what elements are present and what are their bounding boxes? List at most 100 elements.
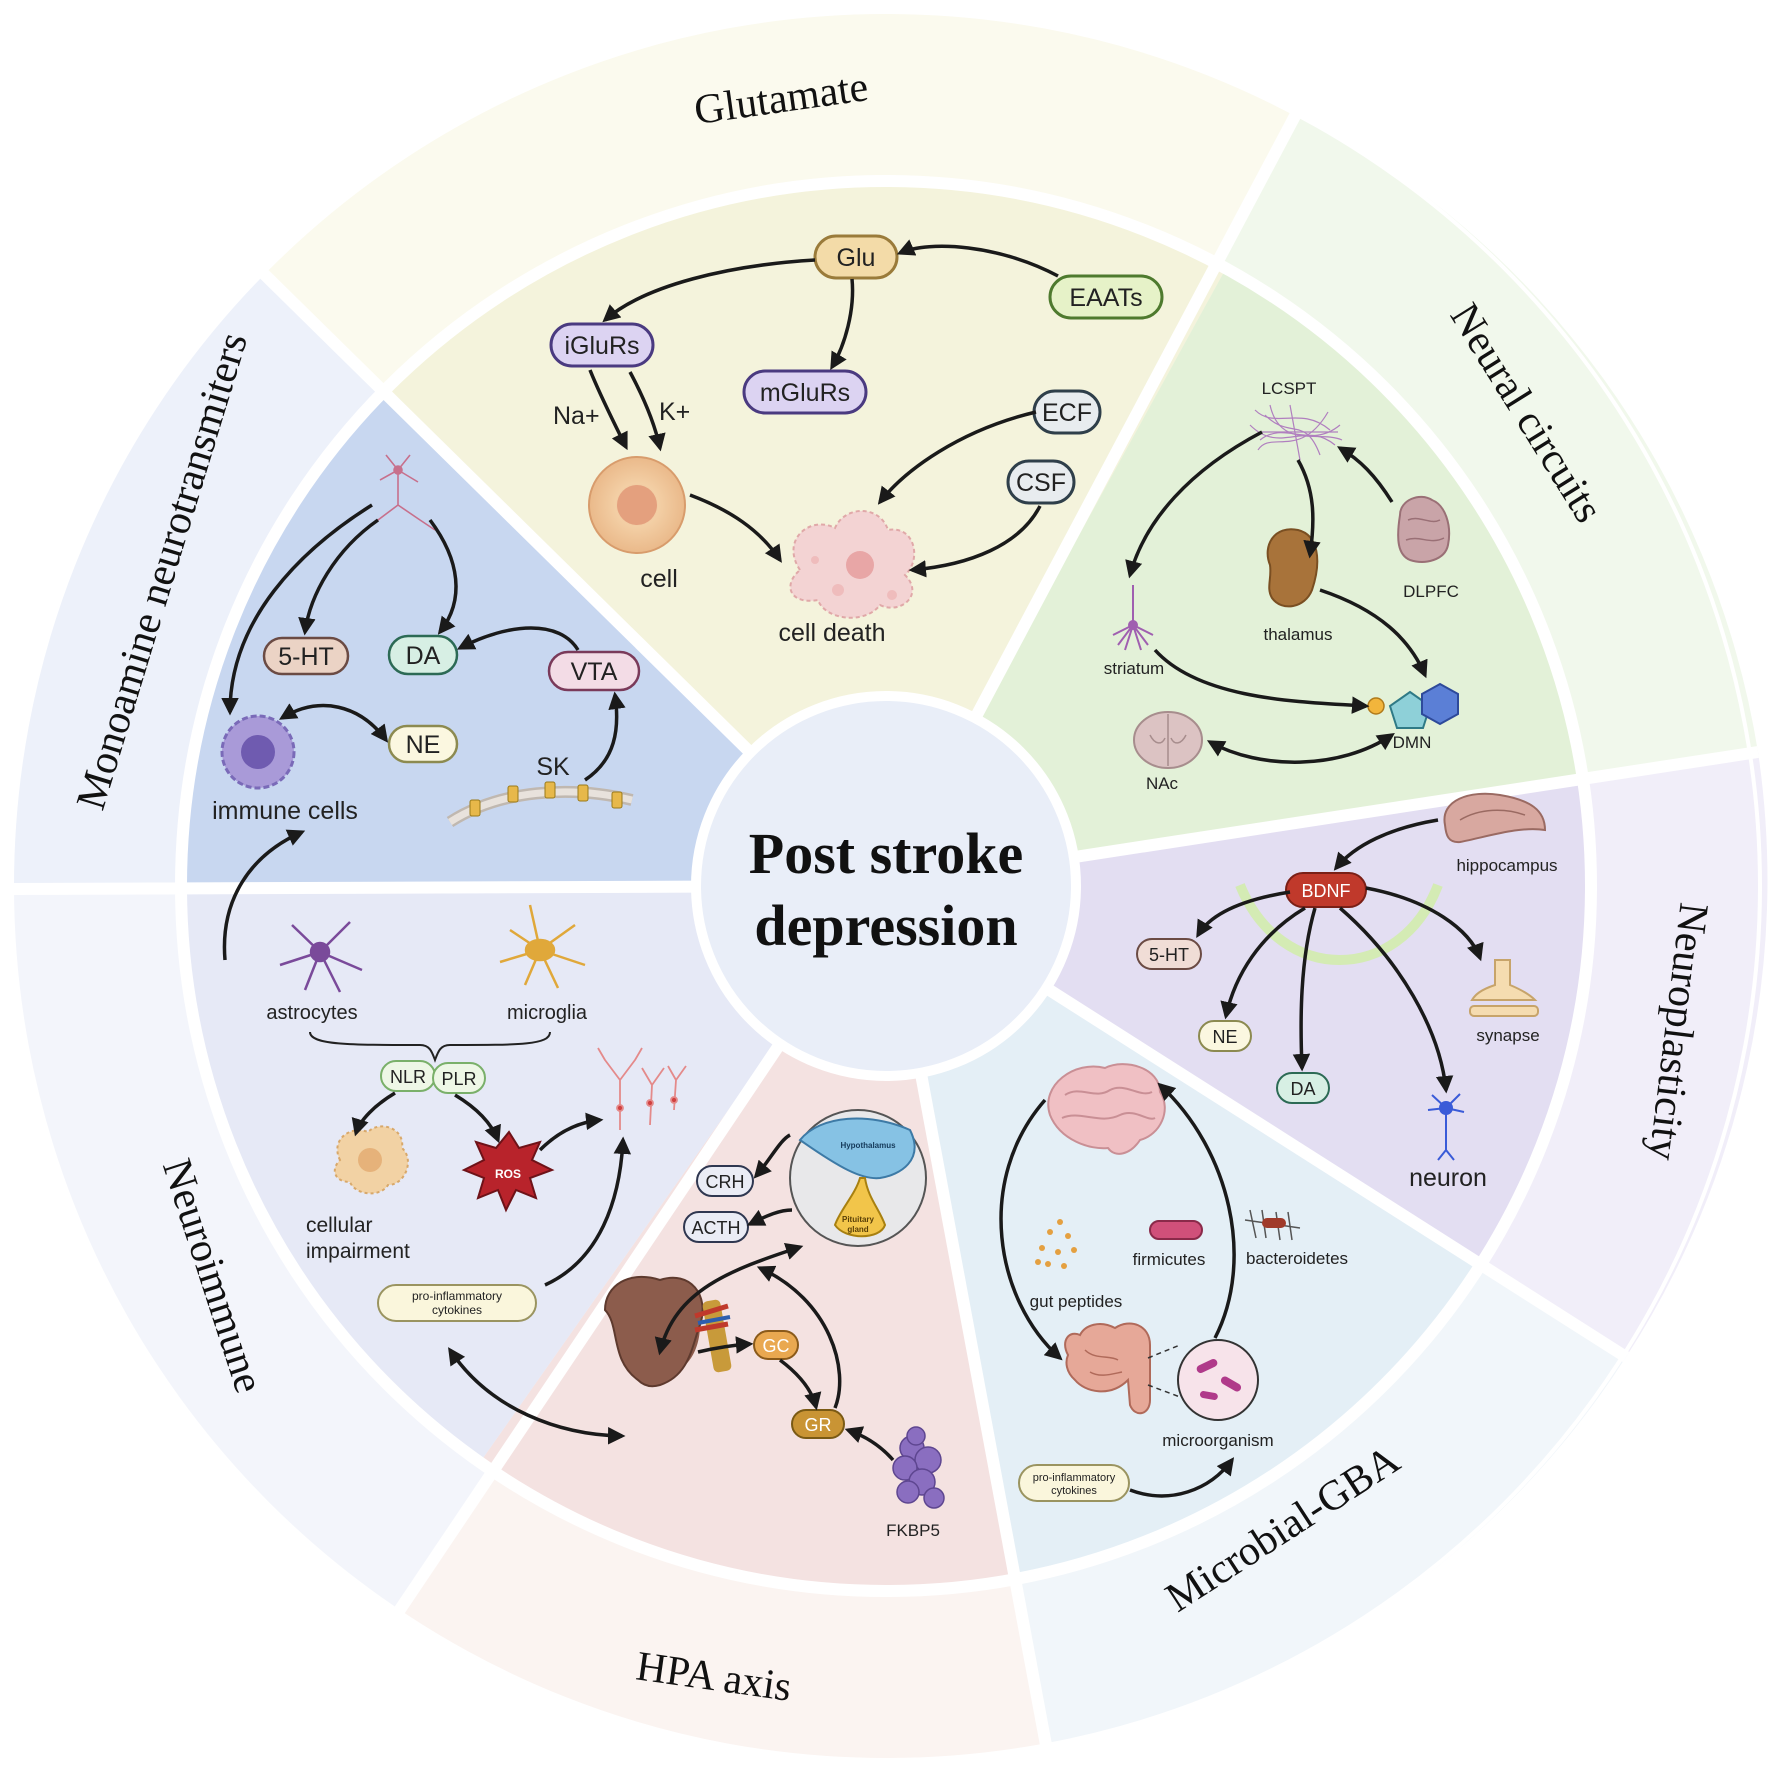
bdnf-label: BDNF: [1302, 881, 1351, 901]
center-title-line1: Post stroke: [749, 821, 1023, 886]
center-title-line2: depression: [754, 893, 1017, 958]
arrow-csf-death: [908, 505, 1042, 578]
hypothalamus-label: Hypothalamus: [840, 1141, 896, 1150]
arrow-plr-ros: [454, 1093, 501, 1144]
crh-label: CRH: [706, 1172, 745, 1192]
plr-label: PLR: [441, 1069, 476, 1089]
fkbp5-protein-icon: [892, 1426, 945, 1509]
arrow-bdnf-synapse: [1365, 886, 1484, 962]
impairment-label-2: impairment: [306, 1240, 410, 1263]
arrow-pituitary-acth: [746, 1208, 793, 1226]
cell-death-label: cell death: [778, 619, 885, 647]
eaats-label: EAATs: [1069, 284, 1142, 312]
thalamus-icon: [1266, 528, 1319, 608]
arrow-bdnf-ne: [1220, 906, 1306, 1020]
dmn-molecule-icon: [1367, 682, 1459, 729]
crh-pill: [696, 1165, 754, 1197]
arrow-k-cell: [628, 371, 666, 452]
dlpfc-label: DLPFC: [1403, 582, 1459, 601]
arrow-sk-vta: [584, 691, 626, 782]
inner-sector-monoamine: [185, 393, 887, 888]
mono-5ht-label: 5-HT: [278, 643, 334, 671]
cell-label: cell: [640, 565, 678, 593]
firmicutes-icon: [1149, 1220, 1203, 1240]
mono-ne-label: NE: [406, 731, 441, 759]
k-label: K+: [659, 398, 690, 426]
immune-cell-icon: [220, 714, 296, 790]
glu-pill: [813, 234, 899, 280]
neuroplasticity-panel: hippocampus BDNF 5-HT NE DA synapse neur…: [1136, 792, 1558, 1192]
hypothalamus-pituitary-icon: [789, 1109, 927, 1247]
arrow-gr-pituitary: [756, 1265, 842, 1409]
ecf-label: ECF: [1042, 399, 1092, 427]
vta-pill: [547, 650, 641, 692]
np-ne-label: NE: [1212, 1027, 1237, 1047]
lcspt-fibers-icon: [1249, 404, 1343, 461]
microglia-icon: [499, 904, 586, 989]
np-ne-pill: [1198, 1020, 1252, 1052]
microglia-label: microglia: [507, 1002, 588, 1024]
np-5ht-label: 5-HT: [1149, 945, 1189, 965]
astrocytes-label: astrocytes: [266, 1002, 357, 1024]
arrow-kidney-gc: [697, 1336, 754, 1354]
pituitary-label-2: gland: [847, 1225, 868, 1234]
brain-icon: [1047, 1063, 1166, 1155]
arrow-cytokines-microorganism: [1129, 1457, 1235, 1498]
microbial-cytokines-pill: [1018, 1464, 1130, 1502]
arrow-bdnf-neuron: [1338, 906, 1454, 1094]
neuroimmune-panel: astrocytes microglia NLR PLR cellular im…: [222, 829, 687, 1445]
arrow-brain-intestine: [999, 1098, 1063, 1361]
arrow-neuron-da: [428, 518, 458, 635]
ros-label: ROS: [495, 1167, 521, 1181]
damaged-neurons-icon: [597, 1047, 687, 1130]
arrow-vta-da: [456, 626, 580, 651]
arrow-dlpfc-lcspt: [1336, 446, 1394, 503]
microbial-panel: gut peptides firmicutes bacteroidetes mi…: [999, 1063, 1348, 1502]
gr-label: GR: [805, 1415, 832, 1435]
astrocyte-icon: [279, 921, 363, 993]
synapse-label: synapse: [1476, 1026, 1539, 1045]
arrow-gc-gr: [778, 1358, 822, 1411]
plasticity-arc-icon: [1235, 883, 1443, 965]
arrow-glu-iglurs: [602, 258, 816, 323]
microorganism-label: microorganism: [1162, 1431, 1273, 1450]
arrow-neuron-immune: [221, 503, 373, 716]
mono-da-label: DA: [406, 642, 441, 670]
arrow-cell-death: [689, 493, 782, 563]
cell-death-icon: [789, 510, 916, 619]
acth-pill: [683, 1211, 749, 1243]
microbial-cytokines-line2: cytokines: [1051, 1485, 1097, 1497]
microorganism-icon: [1196, 1359, 1242, 1400]
striatum-neuron-icon: [1112, 585, 1154, 651]
hpa-panel: Hypothalamus Pituitary gland CRH ACTH GC…: [603, 1109, 945, 1540]
arrow-hippocampus-bdnf: [1333, 818, 1439, 871]
arrow-astrocytes-immune: [222, 829, 306, 961]
arrow-nac-dmn: [1206, 733, 1395, 764]
bacteroidetes-label: bacteroidetes: [1246, 1249, 1348, 1268]
intestine-icon: [1064, 1322, 1151, 1415]
arrow-eaats-glu: [896, 239, 1059, 278]
firmicutes-label: firmicutes: [1133, 1250, 1206, 1269]
bdnf-pill: [1285, 872, 1367, 908]
neuron-icon: [1427, 1093, 1465, 1161]
neuroimmune-cytokines-line2: cytokines: [432, 1303, 482, 1317]
arrow-ros-neurons: [538, 1112, 604, 1152]
center-circle: [691, 691, 1081, 1081]
eaats-pill: [1048, 274, 1164, 320]
neuron-label: neuron: [1409, 1164, 1487, 1192]
neural-circuits-panel: LCSPT DLPFC striatum thalamus: [1104, 379, 1459, 793]
mono-ne-pill: [387, 724, 459, 764]
arrow-lcspt-thalamus: [1296, 459, 1321, 559]
iglurs-pill: [549, 322, 655, 368]
arrow-fkbp5-gr: [844, 1426, 895, 1462]
arrow-neuron-5ht: [298, 518, 380, 636]
zoom-line-top: [1147, 1344, 1181, 1359]
arrow-lcspt-striatum: [1125, 430, 1263, 579]
brace-icon: [309, 1031, 551, 1063]
mglurs-label: mGluRs: [760, 379, 850, 407]
arrow-bdnf-5ht: [1196, 890, 1291, 938]
nlr-label: NLR: [390, 1067, 426, 1087]
monoamine-panel: 5-HT DA VTA NE immune cells SK: [212, 454, 641, 828]
arrow-hypothalamus-crh: [753, 1133, 791, 1179]
